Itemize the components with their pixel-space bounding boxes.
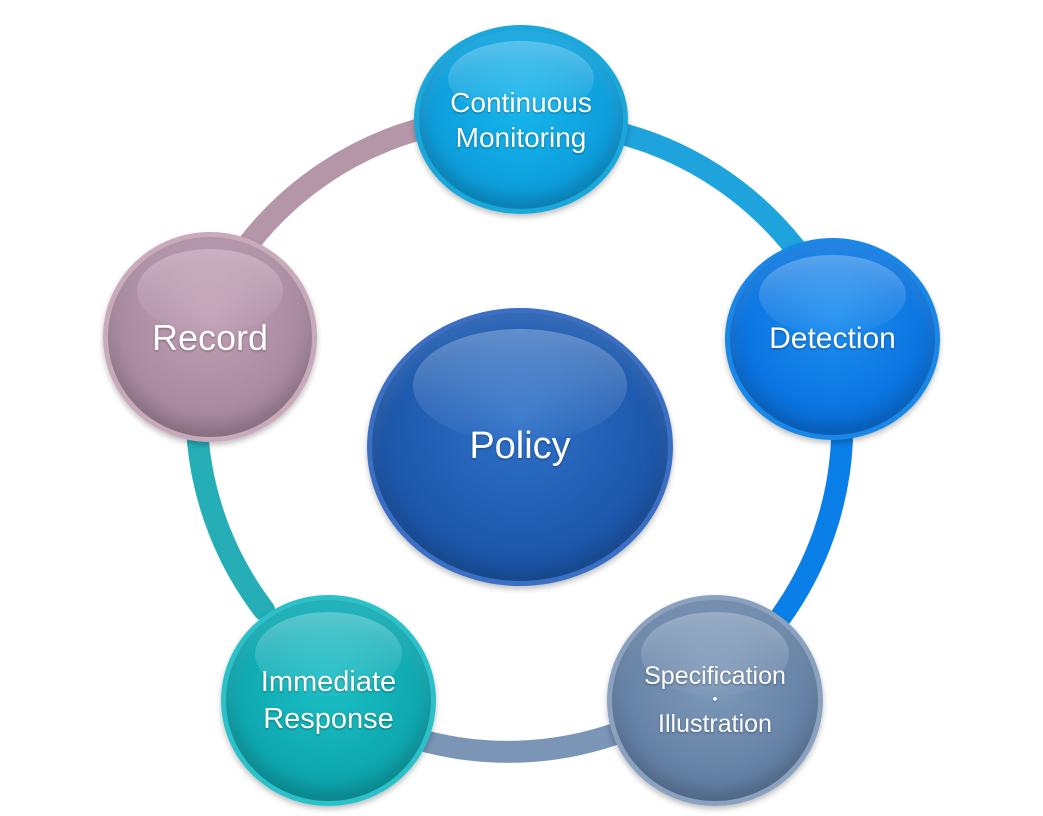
node-specification-separator: ・	[706, 690, 724, 711]
node-specification-line-2: Illustration	[658, 709, 772, 738]
node-monitoring-line-2: Monitoring	[455, 121, 587, 153]
connector-record-monitoring	[239, 117, 435, 253]
connector-response-record	[187, 431, 275, 621]
node-detection: Detection	[725, 238, 940, 440]
node-response-line-2: Response	[263, 702, 394, 735]
node-specification-line-1: Specification	[644, 662, 786, 691]
node-policy-label: Policy	[469, 425, 571, 468]
connector-monitoring-detection	[604, 121, 806, 259]
node-policy: Policy	[367, 308, 673, 586]
node-continuous-monitoring: Continuous Monitoring	[414, 25, 628, 214]
node-record-label: Record	[151, 316, 269, 358]
node-immediate-response: Immediate Response	[221, 595, 436, 806]
node-specification-illustration: Specification ・ Illustration	[607, 595, 823, 806]
connector-specification-response	[417, 724, 623, 763]
node-monitoring-line-1: Continuous	[450, 86, 592, 118]
node-record: Record	[103, 232, 317, 442]
node-detection-label: Detection	[769, 322, 896, 356]
connector-detection-specification	[769, 429, 853, 629]
node-response-line-1: Immediate	[260, 666, 397, 699]
